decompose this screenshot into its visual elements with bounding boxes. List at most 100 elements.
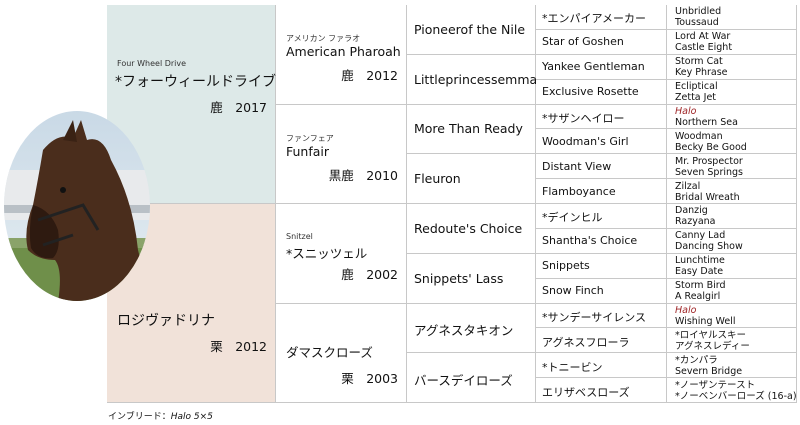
gen5-name: Seven Springs	[675, 166, 743, 178]
gen2-meta: 栗 2003	[341, 370, 398, 386]
gen5-name: Severn Bridge	[675, 365, 743, 377]
gen5-cell: *ロイヤルスキーアグネスレディー	[667, 328, 797, 354]
gen3-cell: Pioneerof the Nile	[407, 5, 536, 55]
gen4-name: アグネスフローラ	[542, 335, 630, 349]
gen2-english: ファンフェア	[286, 133, 334, 143]
gen4-name: *サザンヘイロー	[542, 111, 625, 125]
gen2-meta: 鹿 2002	[341, 267, 398, 282]
gen2-cell: ダマスクローズ栗 2003	[276, 303, 407, 403]
gen2-name: ダマスクローズ	[286, 344, 373, 360]
gen2-name: Funfair	[286, 143, 330, 159]
gen5-name: Bridal Wreath	[675, 191, 740, 203]
gen4-name: *サンデーサイレンス	[542, 310, 647, 324]
gen4-name: *デインヒル	[542, 211, 603, 225]
gen3-cell: バースデイローズ	[407, 353, 536, 403]
gen2-cell: Snitzel *スニッツェル鹿 2002	[276, 204, 407, 304]
gen5-name: Canny Lad	[675, 230, 726, 242]
gen4-cell: *トニービン	[536, 353, 667, 379]
gen1-dam-meta: 栗 2012	[210, 339, 267, 354]
gen4-name: Snow Finch	[542, 284, 604, 298]
gen5-name: Northern Sea	[675, 116, 738, 128]
gen2-meta: 鹿 2012	[341, 68, 398, 83]
gen3-cell: More Than Ready	[407, 104, 536, 155]
gen4-cell: エリザベスローズ	[536, 378, 667, 403]
gen5-name: Storm Bird	[675, 280, 726, 292]
gen3-name: Redoute's Choice	[414, 220, 523, 236]
gen4-cell: Exclusive Rosette	[536, 79, 667, 105]
gen1-sire-meta: 鹿 2017	[210, 100, 267, 115]
gen5-name: *ノーザンテースト	[675, 379, 756, 391]
gen2-name: American Pharoah	[286, 44, 401, 59]
gen5-name: A Realgirl	[675, 291, 721, 303]
gen3-name: Fleuron	[414, 171, 461, 187]
gen5-name: Danzig	[675, 205, 708, 217]
gen5-name: Castle Eight	[675, 42, 733, 54]
gen5-name: Ecliptical	[675, 81, 718, 93]
gen3-cell: Snippets' Lass	[407, 253, 536, 304]
gen4-name: Exclusive Rosette	[542, 85, 639, 99]
gen5-name: Lunchtime	[675, 255, 725, 267]
gen4-name: Distant View	[542, 159, 612, 173]
gen5-name: Key Phrase	[675, 67, 728, 79]
gen4-cell: *サンデーサイレンス	[536, 303, 667, 329]
gen4-cell: Flamboyance	[536, 179, 667, 204]
gen3-cell: Redoute's Choice	[407, 204, 536, 254]
gen1-sire-name: *フォーウィールドライブ	[115, 74, 276, 90]
gen5-name: Zilzal	[675, 180, 701, 192]
gen3-name: More Than Ready	[414, 121, 523, 137]
gen3-name: Snippets' Lass	[414, 270, 504, 286]
gen4-name: *トニービン	[542, 360, 603, 374]
gen4-cell: アグネスフローラ	[536, 328, 667, 354]
gen4-name: Shantha's Choice	[542, 234, 638, 248]
gen5-name: アグネスレディー	[675, 340, 750, 352]
inbreed-label: インブリード：	[108, 412, 171, 422]
gen3-name: アグネスタキオン	[414, 323, 514, 339]
horse-photo	[3, 110, 151, 302]
gen4-name: *エンパイアメーカー	[542, 12, 646, 26]
gen3-cell: Fleuron	[407, 154, 536, 204]
gen2-name: *スニッツェル	[286, 246, 368, 261]
gen4-name: Snippets	[542, 259, 590, 273]
gen5-name: Unbridled	[675, 6, 722, 18]
gen5-name: Woodman	[675, 130, 723, 142]
gen5-name: Zetta Jet	[675, 92, 717, 104]
gen4-cell: Star of Goshen	[536, 29, 667, 55]
gen3-name: Pioneerof the Nile	[414, 21, 526, 37]
gen5-name: *ノーベンバーローズ (16-a)	[675, 390, 797, 402]
inbreed-value: Halo 5×5	[170, 412, 213, 422]
gen4-cell: *サザンヘイロー	[536, 104, 667, 130]
gen5-name: Mr. Prospector	[675, 155, 743, 167]
gen3-cell: Littleprincessemma	[407, 54, 538, 105]
gen1-dam-name: ロジヴァドリナ	[117, 313, 215, 329]
gen4-cell: Woodman's Girl	[536, 129, 667, 155]
gen2-english: Snitzel	[286, 232, 313, 241]
gen4-name: Woodman's Girl	[542, 134, 629, 148]
gen4-name: Star of Goshen	[542, 35, 624, 49]
gen5-name: *ロイヤルスキー	[675, 329, 746, 341]
gen5-cell: *ノーザンテースト*ノーベンバーローズ (16-a)	[667, 378, 797, 403]
gen4-name: Yankee Gentleman	[542, 60, 645, 74]
gen5-name: Storm Cat	[675, 56, 723, 68]
gen5-name: Lord At War	[675, 31, 731, 43]
gen4-cell: *デインヒル	[536, 204, 667, 229]
gen5-name: *カンパラ	[675, 354, 718, 366]
gen4-cell: Snow Finch	[536, 278, 667, 304]
gen4-name: Flamboyance	[542, 184, 616, 198]
gen3-name: Littleprincessemma	[414, 71, 538, 87]
gen1-dam-cell: ロジヴァドリナ栗 2012	[107, 204, 276, 403]
gen4-cell: Shantha's Choice	[536, 228, 667, 254]
